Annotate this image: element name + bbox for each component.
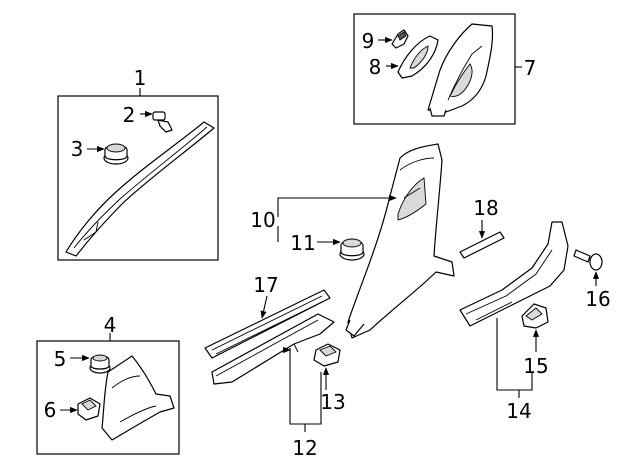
callout-14: 14 <box>506 399 531 423</box>
callout-7: 7 <box>524 56 537 80</box>
callout-6: 6 <box>44 398 57 422</box>
group-box-1 <box>57 95 219 261</box>
strip-18 <box>459 231 505 259</box>
trim-piece-8 <box>397 35 439 79</box>
callout-8: 8 <box>369 55 382 79</box>
callout-13: 13 <box>320 390 345 414</box>
callout-11: 11 <box>290 231 315 255</box>
group-box-7 <box>353 13 516 125</box>
sill-strip-17 <box>204 289 331 359</box>
callout-1: 1 <box>134 66 147 90</box>
kick-panel <box>101 355 175 441</box>
callout-10: 10 <box>250 208 275 232</box>
clip-6 <box>77 397 101 421</box>
leader-lines <box>60 36 600 432</box>
clip-15 <box>521 303 549 329</box>
callout-18: 18 <box>473 196 498 220</box>
callout-5: 5 <box>54 347 67 371</box>
callout-12: 12 <box>292 436 317 460</box>
callout-3: 3 <box>71 137 84 161</box>
fastener-3 <box>103 143 129 165</box>
callout-16: 16 <box>585 287 610 311</box>
fastener-11 <box>339 238 365 261</box>
clip-9 <box>391 29 409 49</box>
center-pillar-trim-10 <box>345 143 455 339</box>
push-pin-16 <box>573 249 603 271</box>
fastener-5 <box>89 354 111 374</box>
front-scuff-plate-12 <box>211 313 335 385</box>
rear-scuff-plate-14 <box>459 221 569 327</box>
callout-17: 17 <box>253 273 278 297</box>
callout-2: 2 <box>123 103 136 127</box>
callout-15: 15 <box>523 354 548 378</box>
callout-4: 4 <box>104 313 117 337</box>
trim-panel-7 <box>427 23 494 117</box>
group-box-4 <box>36 340 180 455</box>
callout-9: 9 <box>362 29 375 53</box>
clip-2 <box>152 111 173 133</box>
clip-13 <box>313 343 341 367</box>
a-pillar-trim <box>65 121 215 257</box>
